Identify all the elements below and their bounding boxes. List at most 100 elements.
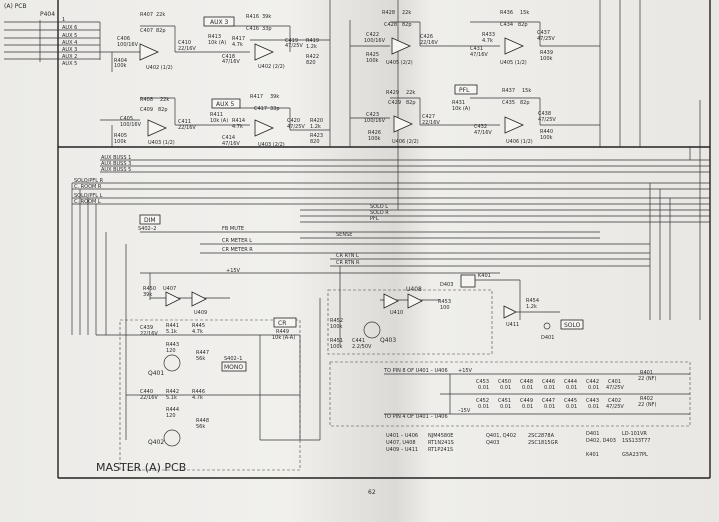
c418-value: 47/16V: [222, 59, 240, 65]
q403-label: Q403: [380, 337, 396, 344]
c426-value: 22/16V: [420, 40, 438, 46]
q403-transistor: [363, 321, 381, 339]
bus-sense: SENSE: [336, 232, 352, 238]
r450-value: 39k: [143, 292, 152, 298]
r453-value: 100: [440, 305, 450, 311]
parts-ref-8: K401: [586, 452, 599, 458]
input-line-aux6: AUX 6: [62, 25, 77, 31]
u406-stage: [350, 84, 600, 134]
r452-ref: R452: [330, 318, 343, 324]
r407-value: 22k: [156, 12, 165, 18]
r426-ref: R426: [368, 130, 381, 136]
u407-gate: [165, 291, 181, 307]
u405-stage: [349, 0, 641, 147]
parts-part-6: LD-101VR: [622, 431, 647, 437]
cr-switch-box: [273, 317, 297, 328]
r454-value: 1.2k: [526, 304, 537, 310]
parts-part-1: NJM4580E: [428, 433, 453, 439]
r444-value: 120: [166, 413, 176, 419]
r447-ref: R447: [196, 350, 209, 356]
k401-label: K401: [478, 273, 491, 279]
c439-ref: C439: [140, 325, 153, 331]
u408-label: U408: [406, 286, 422, 293]
c422-ref: C422: [366, 32, 379, 38]
parts-part-8: G5A237PL: [622, 452, 648, 458]
c429b-value: 82p: [406, 100, 416, 106]
r422-ref: R422: [306, 54, 319, 60]
u405a-opamp: [391, 37, 411, 55]
c446-value: 0.01: [544, 385, 555, 391]
r413-ref: R413: [208, 34, 221, 40]
c440-value: 22/16V: [140, 395, 158, 401]
c428-value: 82p: [402, 22, 412, 28]
c450-ref: C450: [498, 379, 511, 385]
bus-fb-mute: FB MUTE: [222, 226, 244, 232]
r405-ref: R405: [114, 133, 127, 139]
r423-ref: R423: [310, 133, 323, 139]
u402-stage: [99, 0, 331, 147]
r425-ref: R425: [366, 52, 379, 58]
r449-ref: R449: [276, 329, 289, 335]
solo-label: SOLO: [564, 322, 581, 329]
parts-part-3: RT1P241S: [428, 447, 453, 453]
u408-gate: [407, 293, 423, 309]
r442-ref: R442: [166, 389, 179, 395]
bus-plus15v: +15V: [226, 268, 241, 274]
c406-value: 100/16V: [117, 42, 139, 48]
r402-value: 22 (NF): [638, 402, 657, 408]
aux5-switch-box: [211, 98, 241, 109]
c429b-ref: C429: [388, 100, 401, 106]
r436-ref: R436: [500, 10, 513, 16]
c442-ref: C442: [586, 379, 599, 385]
c434-ref: C434: [500, 22, 513, 28]
r425-value: 100k: [366, 58, 379, 64]
u405b-opamp: [504, 37, 524, 55]
r417b-ref: R417: [250, 94, 263, 100]
c451-value: 0.01: [500, 404, 511, 410]
input-line-aux5b: AUX 5: [62, 61, 77, 67]
r433-ref: R433: [482, 32, 495, 38]
u411-label: U411: [506, 322, 519, 328]
c423-ref: C423: [366, 112, 379, 118]
r401-value: 22 (NF): [638, 376, 657, 382]
c417-ref: C417: [254, 106, 267, 112]
u410-label: U410: [390, 310, 403, 316]
c419-value: 47/25V: [285, 43, 303, 49]
page-number: 62: [368, 489, 376, 496]
r405-value: 100k: [114, 139, 127, 145]
r401-ref: R401: [640, 370, 653, 376]
r420-ref: R420: [310, 118, 323, 124]
c401-ref: C401: [608, 379, 621, 385]
c411-value: 22/16V: [178, 125, 196, 131]
c432-ref: C432: [474, 124, 487, 130]
r429-value: 22k: [406, 90, 415, 96]
bus-aux-buss-3: AUX BUSS 3: [101, 161, 131, 167]
u402a-opamp: [139, 43, 159, 61]
c447-value: 0.01: [544, 404, 555, 410]
r441-ref: R441: [166, 323, 179, 329]
c416-ref: C416: [246, 26, 259, 32]
r440-value: 100k: [540, 135, 553, 141]
k401-relay: [460, 274, 476, 288]
c437-ref: C437: [537, 30, 550, 36]
solo-led-icon: [543, 322, 551, 330]
r451-value: 100k: [330, 344, 343, 350]
input-line-aux2: AUX 2: [62, 54, 77, 60]
c410-value: 22/16V: [178, 46, 196, 52]
solo-section: [327, 266, 584, 355]
r448-ref: R448: [196, 418, 209, 424]
c449-value: 0.01: [522, 404, 533, 410]
input-line-1: 1: [62, 17, 65, 23]
u403a-opamp: [147, 119, 167, 137]
r433-value: 4.7k: [482, 38, 493, 44]
u402b-opamp: [254, 43, 274, 61]
input-line-aux3: AUX 3: [62, 47, 77, 53]
c402-ref: C402: [608, 398, 621, 404]
u409-label: U409: [194, 310, 207, 316]
c453-ref: C453: [476, 379, 489, 385]
u403b-label: U403 (2/2): [258, 142, 285, 148]
s402-1-label: S402–1: [224, 356, 242, 362]
board-bottom-label: MASTER (A) PCB: [96, 461, 186, 474]
q402-label: Q402: [148, 439, 164, 446]
